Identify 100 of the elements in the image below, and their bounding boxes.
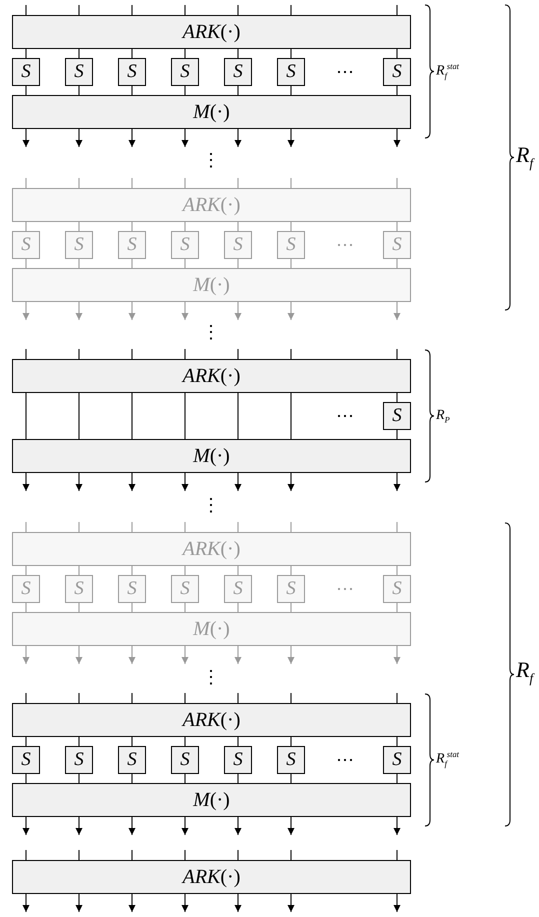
arrow — [234, 302, 242, 320]
brace-label: R$_{f}$ — [516, 144, 534, 170]
ark-layer-box: ARK(·) — [12, 703, 411, 737]
arrow — [234, 894, 242, 912]
wire-line — [78, 736, 80, 746]
arrow — [394, 646, 400, 664]
arrow — [182, 472, 188, 492]
ellipsis: ⋯ — [336, 236, 354, 254]
arrow — [128, 894, 136, 912]
wire-line — [184, 348, 186, 360]
wire-line — [290, 522, 292, 532]
wire-line — [396, 774, 398, 784]
wire-line — [78, 774, 80, 784]
arrow — [182, 646, 188, 664]
wire-line — [290, 850, 292, 860]
arrow — [76, 302, 82, 320]
arrow — [182, 816, 188, 836]
s-box: S — [65, 575, 93, 603]
wire-line — [78, 48, 80, 58]
s-box: S — [118, 231, 146, 259]
wire-line — [396, 692, 398, 704]
arrow — [128, 816, 136, 836]
arrow — [22, 894, 30, 912]
wire-line — [184, 392, 186, 440]
arrow — [288, 894, 294, 912]
arrow — [288, 816, 294, 836]
wire-line — [396, 566, 398, 576]
s-box: S — [171, 231, 199, 259]
brace-label: R$_{P}$ — [436, 408, 450, 426]
wire-line — [184, 48, 186, 58]
arrow — [288, 128, 294, 148]
s-box: S — [383, 402, 411, 430]
wire-line — [78, 178, 80, 188]
s-box: S — [383, 575, 411, 603]
wire-line — [78, 522, 80, 532]
wire-line — [290, 4, 292, 16]
wire-line — [78, 850, 80, 860]
s-box: S — [12, 746, 40, 774]
arrow — [182, 128, 188, 148]
wire-line — [290, 566, 292, 576]
wire-line — [396, 602, 398, 612]
mix-layer-box: M(·) — [12, 268, 411, 302]
arrow — [394, 128, 400, 148]
wire-line — [290, 774, 292, 784]
wire-line — [396, 178, 398, 188]
wire-line — [290, 48, 292, 58]
arrow — [182, 894, 188, 912]
s-box: S — [277, 231, 305, 259]
wire-line — [78, 86, 80, 96]
ellipsis: ⋮ — [202, 496, 220, 514]
ark-layer-box: ARK(·) — [12, 359, 411, 393]
ellipsis: ⋯ — [336, 580, 354, 598]
wire-line — [290, 222, 292, 232]
s-box: S — [383, 231, 411, 259]
s-box: S — [12, 58, 40, 86]
wire-line — [184, 602, 186, 612]
s-box: S — [118, 58, 146, 86]
wire-line — [78, 566, 80, 576]
s-box: S — [171, 746, 199, 774]
wire-line — [184, 774, 186, 784]
wire-line — [396, 258, 398, 268]
wire-line — [184, 178, 186, 188]
arrow — [234, 646, 242, 664]
arrow — [128, 646, 136, 664]
wire-line — [396, 4, 398, 16]
s-box: S — [383, 746, 411, 774]
wire-line — [78, 392, 80, 440]
wire-line — [290, 178, 292, 188]
arrow — [288, 302, 294, 320]
arrow — [76, 894, 82, 912]
wire-line — [396, 86, 398, 96]
wire-line — [78, 258, 80, 268]
arrow — [22, 302, 30, 320]
arrow — [128, 302, 136, 320]
ark-layer-box: ARK(·) — [12, 532, 411, 566]
wire-line — [78, 348, 80, 360]
arrow — [22, 646, 30, 664]
wire-line — [396, 850, 398, 860]
arrow — [22, 128, 30, 148]
wire-line — [78, 4, 80, 16]
s-box: S — [171, 575, 199, 603]
wire-line — [184, 850, 186, 860]
wire-line — [396, 522, 398, 532]
wire-line — [184, 4, 186, 16]
s-box: S — [224, 58, 252, 86]
wire-line — [78, 602, 80, 612]
ark-layer-box: ARK(·) — [12, 188, 411, 222]
s-box: S — [277, 746, 305, 774]
arrow — [288, 646, 294, 664]
mix-layer-box: M(·) — [12, 95, 411, 129]
ellipsis: ⋮ — [202, 151, 220, 169]
arrow — [394, 472, 400, 492]
mix-layer-box: M(·) — [12, 783, 411, 817]
arrow — [128, 128, 136, 148]
arrow — [288, 472, 294, 492]
wire-line — [290, 258, 292, 268]
ark-layer-box: ARK(·) — [12, 15, 411, 49]
wire-line — [78, 222, 80, 232]
wire-line — [290, 692, 292, 704]
arrow — [22, 472, 30, 492]
